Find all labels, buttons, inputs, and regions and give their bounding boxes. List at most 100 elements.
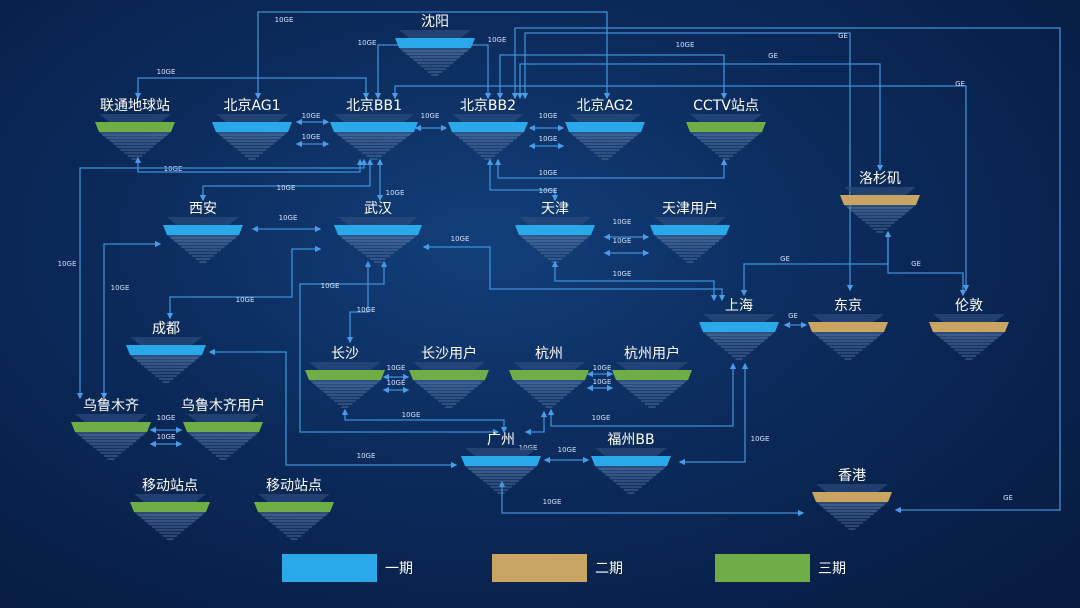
link-bjbb2-tianjin bbox=[486, 158, 559, 202]
node-urumqi[interactable]: 乌鲁木齐 bbox=[71, 398, 151, 462]
link-label: 10GE bbox=[421, 112, 440, 120]
link-fuzhou-shanghai bbox=[678, 362, 749, 466]
node-top-plate bbox=[816, 484, 888, 492]
link-label: 10GE bbox=[302, 133, 321, 141]
node-label: 成都 bbox=[152, 321, 180, 337]
node-hongkong[interactable]: 香港 bbox=[812, 468, 892, 532]
node-chengdu[interactable]: 成都 bbox=[126, 321, 206, 385]
node-label: 天津 bbox=[541, 201, 569, 217]
node-hangzhou[interactable]: 杭州 bbox=[509, 346, 589, 410]
node-fuzhou[interactable]: 福州BB bbox=[591, 432, 671, 496]
link-bjbb2-cctv bbox=[496, 54, 728, 100]
node-top-plate bbox=[167, 217, 239, 225]
node-top-plate bbox=[654, 217, 726, 225]
node-label: 联通地球站 bbox=[100, 98, 170, 114]
node-mobile2[interactable]: 移动站点 bbox=[254, 478, 334, 542]
link-label: 10GE bbox=[279, 214, 298, 222]
node-top-plate bbox=[187, 414, 259, 422]
node-tokyo[interactable]: 东京 bbox=[808, 298, 888, 362]
node-phase-bar bbox=[254, 502, 334, 512]
node-phase-bar bbox=[305, 370, 385, 380]
link-bjbb1-xian bbox=[199, 158, 374, 202]
node-top-plate bbox=[413, 362, 485, 370]
node-london[interactable]: 伦敦 bbox=[929, 298, 1009, 362]
link-bjbb2-hongkong bbox=[511, 27, 1061, 514]
node-changsha[interactable]: 长沙 bbox=[305, 346, 385, 410]
node-shanghai[interactable]: 上海 bbox=[699, 298, 779, 362]
link-label: 10GE bbox=[358, 39, 377, 47]
node-wuhan[interactable]: 武汉 bbox=[334, 201, 422, 265]
link-bjbb2-cctv bbox=[494, 158, 728, 179]
link-bjbb1-unicom bbox=[134, 77, 370, 100]
node-urumuser[interactable]: 乌鲁木齐用户 bbox=[181, 397, 265, 462]
link-bjbb1-urumqi bbox=[76, 158, 368, 400]
node-top-plate bbox=[309, 362, 381, 370]
node-tjuser[interactable]: 天津用户 bbox=[650, 200, 730, 265]
node-top-plate bbox=[933, 314, 1005, 322]
link-label: 10GE bbox=[558, 446, 577, 454]
node-top-plate bbox=[703, 314, 775, 322]
node-cctv[interactable]: CCTV站点 bbox=[686, 98, 766, 162]
legend-swatch-phase2 bbox=[492, 554, 587, 582]
node-label: 乌鲁木齐 bbox=[83, 398, 139, 414]
link-tianjin-shanghai bbox=[551, 260, 718, 302]
link-label: 10GE bbox=[387, 379, 406, 387]
node-bjbb2[interactable]: 北京BB2 bbox=[448, 98, 528, 162]
node-shenyang[interactable]: 沈阳 bbox=[395, 14, 475, 78]
link-label: 10GE bbox=[593, 364, 612, 372]
link-label: 10GE bbox=[402, 411, 421, 419]
node-phase-bar bbox=[334, 225, 422, 235]
node-top-plate bbox=[812, 314, 884, 322]
node-label: 沈阳 bbox=[421, 14, 449, 30]
legend-label-phase3: 三期 bbox=[818, 561, 846, 577]
node-label: CCTV站点 bbox=[693, 98, 759, 114]
node-top-plate bbox=[844, 187, 916, 195]
link-label: 10GE bbox=[321, 282, 340, 290]
node-phase-bar bbox=[409, 370, 489, 380]
node-label: 北京AG2 bbox=[576, 98, 633, 114]
link-label: 10GE bbox=[593, 378, 612, 386]
node-xian[interactable]: 西安 bbox=[163, 201, 243, 265]
link-label: GE bbox=[955, 80, 965, 88]
link-label: 10GE bbox=[539, 112, 558, 120]
node-top-plate bbox=[75, 414, 147, 422]
link-guangzhou-hangzhou bbox=[524, 410, 548, 436]
link-label: 10GE bbox=[157, 414, 176, 422]
link-label: GE bbox=[911, 260, 921, 268]
link-label: GE bbox=[768, 52, 778, 60]
node-bjag2[interactable]: 北京AG2 bbox=[565, 98, 645, 162]
link-xian-urumqi bbox=[100, 240, 162, 400]
link-la-london bbox=[884, 230, 967, 297]
link-label: 10GE bbox=[357, 306, 376, 314]
node-bjag1[interactable]: 北京AG1 bbox=[212, 98, 292, 162]
link-label: 10GE bbox=[613, 218, 632, 226]
link-label: 10GE bbox=[539, 135, 558, 143]
node-phase-bar bbox=[812, 492, 892, 502]
node-csuser[interactable]: 长沙用户 bbox=[409, 345, 489, 410]
node-top-plate bbox=[134, 494, 206, 502]
node-top-plate bbox=[513, 362, 585, 370]
node-la[interactable]: 洛杉矶 bbox=[840, 171, 920, 235]
node-phase-bar bbox=[840, 195, 920, 205]
node-bjbb1[interactable]: 北京BB1 bbox=[330, 98, 418, 162]
node-top-plate bbox=[690, 114, 762, 122]
node-phase-bar bbox=[699, 322, 779, 332]
link-label: GE bbox=[1003, 494, 1013, 502]
node-mobile1[interactable]: 移动站点 bbox=[130, 478, 210, 542]
link-label: 10GE bbox=[751, 435, 770, 443]
node-hzuser[interactable]: 杭州用户 bbox=[612, 345, 692, 410]
link-label: 10GE bbox=[387, 364, 406, 372]
link-label: 10GE bbox=[539, 187, 558, 195]
node-unicom[interactable]: 联通地球站 bbox=[95, 98, 175, 162]
node-phase-bar bbox=[395, 38, 475, 48]
link-label: 10GE bbox=[277, 184, 296, 192]
legend-item-phase3: 三期 bbox=[715, 554, 846, 582]
link-label: GE bbox=[838, 32, 848, 40]
node-guangzhou[interactable]: 广州 bbox=[461, 432, 541, 496]
legend-swatch-phase3 bbox=[715, 554, 810, 582]
node-label: 西安 bbox=[189, 201, 217, 217]
link-label: GE bbox=[788, 312, 798, 320]
node-tianjin[interactable]: 天津 bbox=[515, 201, 595, 265]
